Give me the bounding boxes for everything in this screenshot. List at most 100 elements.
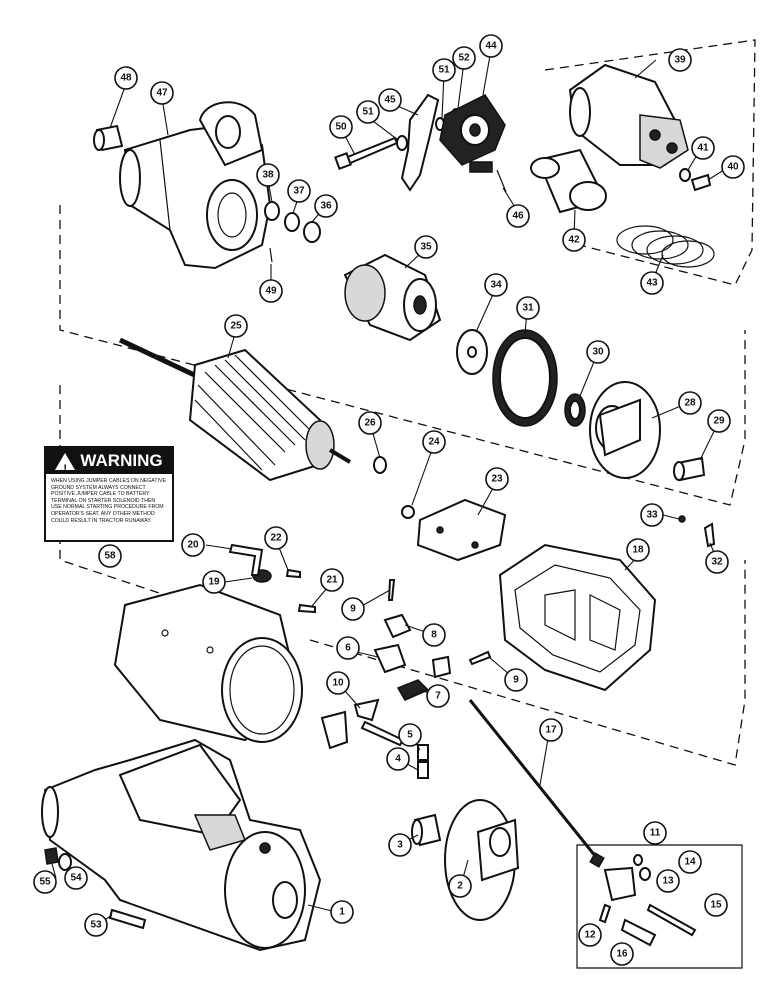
callout-48-label: 48	[120, 73, 132, 84]
inset-box	[576, 844, 743, 969]
callout-51a-label: 51	[362, 107, 374, 118]
field-frame	[113, 583, 303, 743]
warning-text: When using jumper cables on negative gro…	[51, 478, 166, 524]
callout-29: 29	[707, 409, 731, 433]
solenoid	[568, 63, 689, 169]
callout-24: 24	[422, 430, 446, 454]
callout-8-label: 8	[431, 630, 437, 641]
callout-32: 32	[705, 550, 729, 574]
shift-lever	[400, 93, 440, 192]
washer-37	[284, 212, 300, 232]
callout-44: 44	[479, 34, 503, 58]
screw-24	[401, 505, 415, 519]
callout-41: 41	[691, 136, 715, 160]
callout-38-label: 38	[262, 170, 274, 181]
callout-40: 40	[721, 155, 745, 179]
callout-34-label: 34	[490, 280, 502, 291]
drive-housing	[119, 101, 272, 270]
pin-49	[269, 247, 273, 263]
callout-37-label: 37	[293, 186, 305, 197]
callout-55-label: 55	[39, 877, 51, 888]
callout-1-label: 1	[339, 907, 345, 918]
callout-16: 16	[610, 942, 634, 966]
callout-39-label: 39	[674, 55, 686, 66]
callout-53: 53	[84, 913, 108, 937]
callout-54-label: 54	[70, 873, 82, 884]
screw-21	[297, 603, 316, 614]
callout-4: 4	[386, 747, 410, 771]
callout-17-label: 17	[545, 725, 557, 736]
callout-11: 11	[643, 821, 667, 845]
warning-title: WARNING	[80, 451, 163, 470]
callout-41-label: 41	[697, 143, 709, 154]
warning-decal: WARNING When using jumper cables on nega…	[44, 446, 174, 542]
callout-49: 49	[259, 279, 283, 303]
callout-3: 3	[388, 833, 412, 857]
callout-2: 2	[448, 874, 472, 898]
callout-11-label: 11	[650, 828, 661, 839]
field-coils	[498, 543, 657, 692]
washer-26	[373, 456, 387, 474]
pole-shoe	[416, 498, 507, 562]
callout-25-label: 25	[230, 321, 242, 332]
terminal-screw	[690, 173, 712, 192]
callout-44-label: 44	[485, 41, 497, 52]
callout-47: 47	[150, 81, 174, 105]
spring-10	[353, 698, 380, 722]
thrust-washer	[456, 329, 488, 375]
callout-36: 36	[314, 194, 338, 218]
warning-triangle-icon	[55, 452, 76, 482]
callout-19-label: 19	[208, 577, 220, 588]
callout-15: 15	[704, 893, 728, 917]
callout-18: 18	[626, 538, 650, 562]
callout-3-label: 3	[397, 840, 403, 851]
callout-45-label: 45	[384, 95, 396, 106]
commutator-end-frame	[444, 799, 520, 921]
terminal-nut	[679, 168, 691, 182]
callout-14: 14	[678, 850, 702, 874]
callout-22-label: 22	[270, 533, 282, 544]
callout-6-label: 6	[345, 643, 351, 654]
callout-50: 50	[329, 115, 353, 139]
callout-15-label: 15	[710, 900, 722, 911]
callout-7-label: 7	[435, 691, 441, 702]
screw-22	[285, 568, 301, 579]
drive-group-outline	[59, 205, 746, 506]
mounting-washer	[58, 853, 72, 871]
callout-40-label: 40	[727, 162, 739, 173]
callout-42-label: 42	[568, 235, 580, 246]
callout-46: 46	[506, 204, 530, 228]
callout-55: 55	[33, 870, 57, 894]
drive-assembly	[343, 253, 442, 342]
callout-22: 22	[264, 526, 288, 550]
callout-13-label: 13	[662, 876, 674, 887]
callout-17: 17	[539, 718, 563, 742]
screw-9-upper	[387, 579, 396, 601]
callout-10: 10	[326, 671, 350, 695]
plate-bushing	[673, 456, 706, 482]
callout-12-label: 12	[584, 930, 596, 941]
brush-plate	[320, 710, 349, 750]
callout-12: 12	[578, 923, 602, 947]
callout-46-label: 46	[512, 211, 524, 222]
callout-37: 37	[287, 179, 311, 203]
callout-51b-label: 51	[438, 65, 450, 76]
callout-28: 28	[678, 391, 702, 415]
callout-4-label: 4	[395, 754, 401, 765]
callout-33: 33	[640, 503, 664, 527]
commutator-bushing	[411, 813, 442, 847]
solenoid-plunger	[530, 148, 607, 214]
callout-29-label: 29	[713, 416, 725, 427]
brush-8-upper	[383, 613, 412, 639]
callout-10-label: 10	[332, 678, 344, 689]
callout-20: 20	[181, 533, 205, 557]
callout-7: 7	[426, 684, 450, 708]
field-group-outline	[59, 385, 746, 766]
callout-33-label: 33	[646, 510, 658, 521]
callout-34: 34	[484, 273, 508, 297]
callout-30-label: 30	[592, 347, 604, 358]
screw-9-lower	[468, 650, 492, 666]
callout-39: 39	[668, 48, 692, 72]
callout-50-label: 50	[335, 122, 347, 133]
